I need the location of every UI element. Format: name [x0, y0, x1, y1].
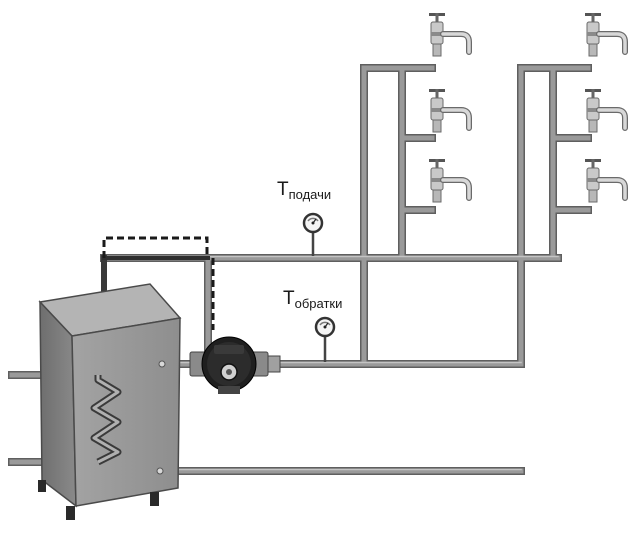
water-tap-icon: [429, 89, 469, 132]
supply-label-main: T: [277, 179, 289, 200]
water-tap-icon: [429, 13, 469, 56]
water-tap-icon: [585, 13, 625, 56]
return-label-sub: обратки: [294, 296, 343, 311]
circulation-pump-icon: [189, 336, 281, 394]
water-tap-icon: [585, 89, 625, 132]
return-thermometer-icon: [314, 316, 336, 362]
return-temperature-label: Tобратки: [283, 289, 342, 310]
dashed-bypass-line: [102, 236, 215, 330]
supply-temperature-label: Tподачи: [277, 180, 331, 201]
water-tap-icon: [585, 159, 625, 202]
return-label-main: T: [283, 288, 295, 309]
supply-thermometer-icon: [302, 212, 324, 256]
water-tap-icon: [429, 159, 469, 202]
supply-label-sub: подачи: [288, 187, 332, 202]
